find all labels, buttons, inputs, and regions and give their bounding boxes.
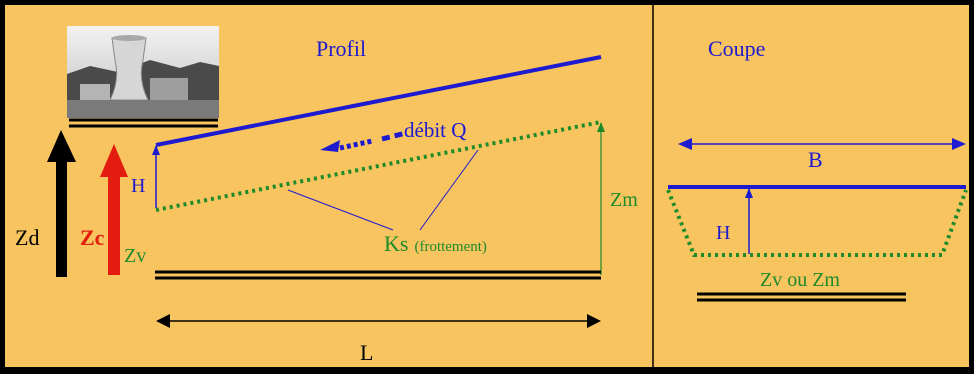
h-label-section: H [716,222,730,244]
h-label-profile: H [131,175,145,197]
flow-arrow-icon [320,130,407,152]
length-label: L [360,340,373,365]
ks-leader-right [419,149,479,231]
width-label: B [808,147,823,172]
ks-label: Ks(frottement) [384,231,487,256]
width-arrow-left-icon [678,138,692,150]
section-datum-label: Zv ou Zm [760,269,840,291]
section-title: Coupe [708,36,765,61]
zc-label: Zc [80,225,105,250]
ks-leader-left [287,189,394,231]
bed-dotted-line [155,120,602,212]
length-arrow-right-icon [587,314,601,328]
zv-label: Zv [124,245,146,267]
water-surface-line [155,55,602,147]
width-arrow-right-icon [952,138,966,150]
channel-section-outline [666,189,968,257]
flow-label: débit Q [404,118,466,142]
zd-label: Zd [15,225,39,250]
nuclear-plant-photo [67,26,219,118]
zm-label: Zm [610,189,638,211]
zd-arrow-icon [47,130,76,277]
zc-arrow-icon [100,144,128,275]
profile-title: Profil [316,36,366,61]
length-arrow-left-icon [156,314,170,328]
